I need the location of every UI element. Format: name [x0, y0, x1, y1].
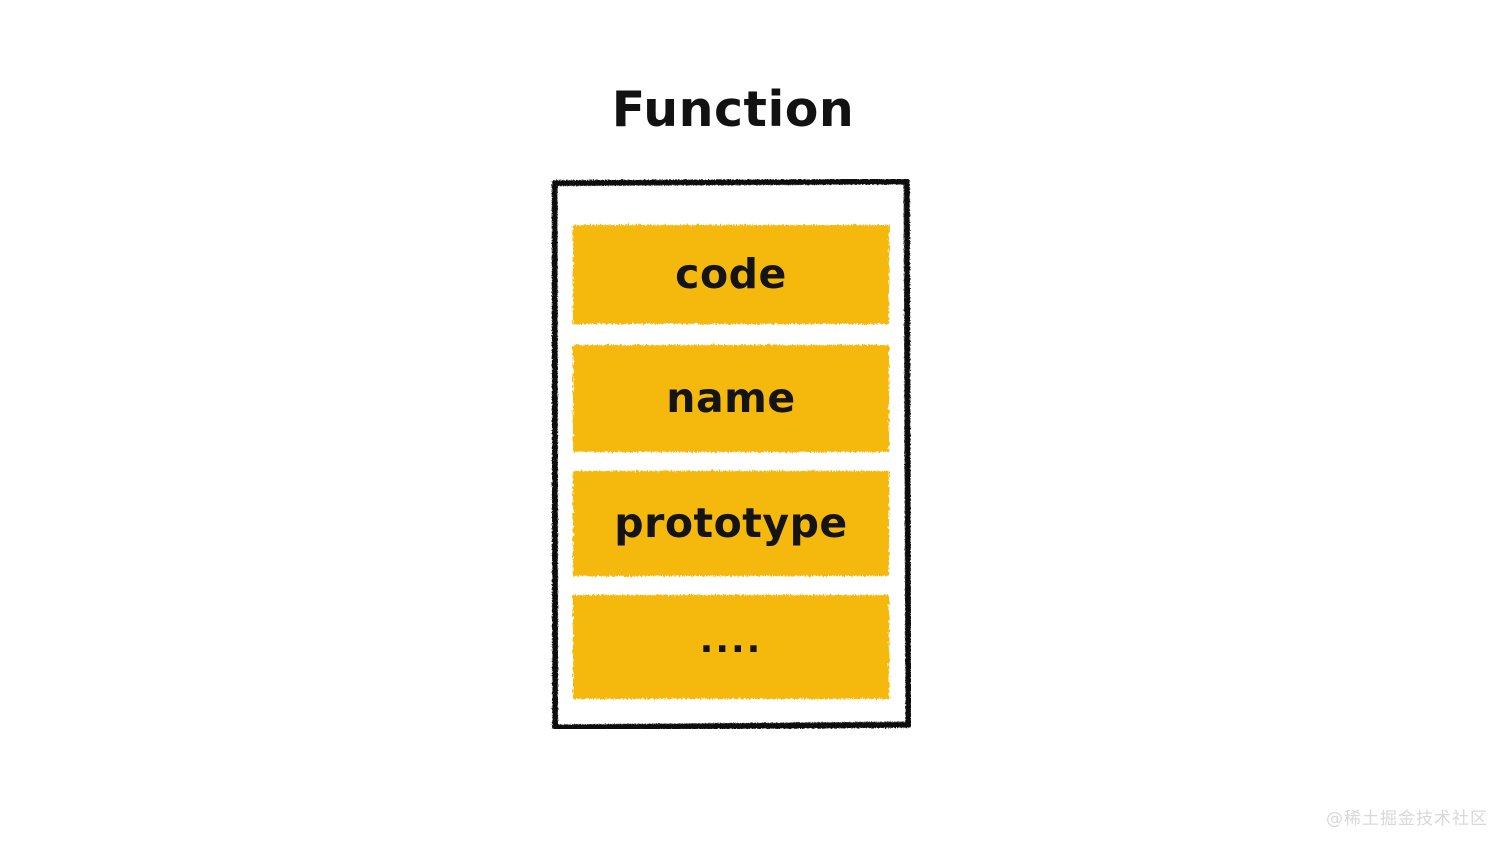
property-label-rest: ....	[699, 620, 763, 661]
watermark: @稀土掘金技术社区	[1326, 809, 1488, 829]
highlight-block-icon	[573, 595, 889, 699]
highlight-block-icon	[573, 471, 889, 576]
function-container: code name	[551, 179, 911, 729]
property-label-name: name	[666, 374, 796, 422]
property-row-code[interactable]: code	[571, 222, 891, 327]
property-row-rest[interactable]: ....	[571, 592, 891, 702]
property-label-prototype: prototype	[614, 499, 848, 547]
property-label-code: code	[675, 250, 787, 298]
highlight-block-icon	[573, 345, 889, 452]
property-list: code name	[571, 222, 891, 702]
property-row-name[interactable]: name	[571, 342, 891, 455]
highlight-block-icon	[573, 225, 889, 324]
page-title: Function	[611, 81, 855, 138]
property-row-prototype[interactable]: prototype	[571, 468, 891, 579]
